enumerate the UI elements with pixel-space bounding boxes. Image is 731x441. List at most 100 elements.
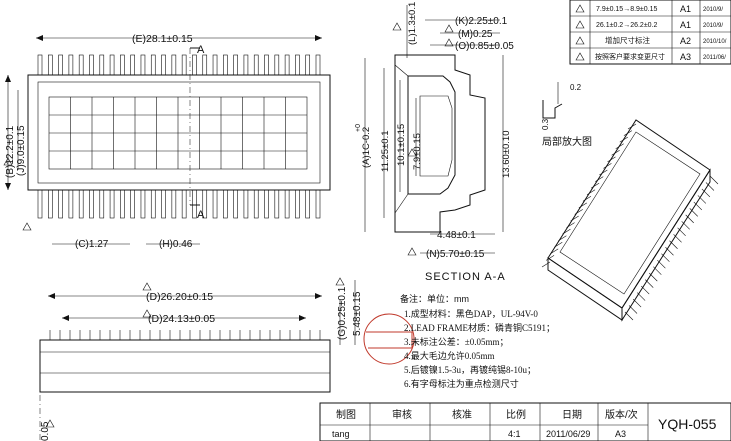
inspection-mark <box>407 247 417 256</box>
section-outline-cavity <box>407 75 456 195</box>
detail-circle-content <box>366 331 413 349</box>
iso-pin <box>611 150 620 156</box>
iso-top-inner <box>559 131 701 295</box>
iso-pin <box>632 298 642 308</box>
iso-pin <box>599 169 608 176</box>
iso-pin <box>627 123 637 130</box>
iso-pin <box>665 247 674 256</box>
bottom-pin <box>284 189 290 219</box>
iso-pin <box>657 259 666 269</box>
top-pin <box>243 54 249 76</box>
dim-448-label: 4.48±0.1 <box>437 230 476 241</box>
top-pin <box>233 54 238 76</box>
iso-pin <box>550 248 559 255</box>
iso-pin <box>693 201 703 211</box>
top-pin <box>130 54 135 76</box>
rev-row: 26.1±0.2→26.2±0.2 A1 2010/9/ <box>575 20 723 30</box>
dim-e-label: (E)28.1±0.15 <box>132 33 193 45</box>
bottom-pin <box>233 189 238 219</box>
iso-pin <box>554 242 563 248</box>
section-edge <box>394 64 409 77</box>
arrow <box>48 293 55 299</box>
top-pin <box>47 54 53 76</box>
title-block-frame <box>319 402 731 441</box>
inspection-mark <box>575 20 585 29</box>
rev-desc: 7.9±0.15→8.9±0.15 <box>596 6 658 13</box>
iso-pin <box>645 279 654 288</box>
detail-circle <box>363 313 415 365</box>
title-header: 核准 <box>452 408 472 421</box>
dim-c-label: (C)1.27 <box>75 239 109 250</box>
notes: 备注：单位：mm 1.成型材料：黑色DAP，UL-94V-0 2.LEAD FR… <box>400 293 555 389</box>
part-number: YQH-055 <box>658 416 717 432</box>
iso-pin <box>673 234 682 243</box>
dim-o-label: (O)0.85±0.05 <box>455 41 514 52</box>
title-header: 比例 <box>506 408 526 421</box>
top-pin <box>109 54 115 76</box>
arrow <box>299 315 306 321</box>
dim-k-label: (K)2.25±0.1 <box>455 16 508 27</box>
top-pins-lower <box>37 189 321 219</box>
bottom-pin <box>78 189 84 219</box>
top-pin <box>295 54 300 76</box>
inspection-mark <box>392 22 402 31</box>
bottom-pin <box>120 189 125 219</box>
iso-pin <box>578 202 588 209</box>
iso-pin <box>586 189 596 195</box>
iso-pins <box>541 123 719 321</box>
bottom-pin <box>305 189 311 219</box>
section-contact <box>419 95 453 177</box>
section-outline-outer <box>394 54 486 233</box>
rev-desc: 26.1±0.2→26.2±0.2 <box>596 22 658 29</box>
top-pin <box>68 54 74 76</box>
iso-pin <box>661 253 670 262</box>
top-pin <box>150 54 156 76</box>
dim-h-label: (H)0.46 <box>159 239 193 250</box>
bottom-pin <box>37 189 43 219</box>
arrow <box>62 315 69 321</box>
side-pins <box>49 330 321 340</box>
top-pin <box>315 54 321 76</box>
bottom-pin <box>264 189 269 219</box>
top-pin <box>161 54 166 76</box>
inspection-mark <box>3 157 13 166</box>
section-view: (L)1.3±0.1 (K)2.25±0.1 (M)0.25 (O)0.85±0… <box>355 2 514 283</box>
iso-pin <box>595 176 604 182</box>
note-item: 2.LEAD FRAME材质：磷青铜C5191； <box>404 322 555 333</box>
inspection-mark <box>575 4 585 13</box>
top-pin <box>284 54 290 76</box>
iso-pin <box>689 208 698 217</box>
dim-a-label: (A)1C-0.2 <box>361 127 372 168</box>
dim-1125-label: 11.25±0.1 <box>380 131 391 173</box>
side-view: (D)26.20±0.15 (D)24.13±0.05 (G)0.25±0.1 … <box>39 277 363 441</box>
title-header: 审核 <box>392 408 412 421</box>
bottom-pin <box>150 189 156 219</box>
rev-desc: 按照客户要求变更尺寸 <box>595 52 665 61</box>
iso-pin <box>570 215 579 222</box>
detail-profile <box>542 100 563 119</box>
bottom-pin <box>295 189 300 219</box>
top-pin <box>171 54 177 76</box>
iso-pin <box>615 143 624 149</box>
top-pin <box>78 54 84 76</box>
note-item: 3.未标注公差：±0.05mm； <box>404 336 508 347</box>
iso-top-face <box>547 119 711 309</box>
detail-view: 0.2 0.3 局部放大图 <box>541 82 592 148</box>
section-edge <box>394 193 409 214</box>
arrow <box>5 183 11 190</box>
top-pins-upper <box>37 54 321 76</box>
detail-circle-ring <box>363 313 415 365</box>
bottom-pin <box>68 189 74 219</box>
bottom-pin <box>89 189 94 219</box>
iso-pin <box>607 156 616 163</box>
dim-j-label: (J)9.0±0.15 <box>16 125 27 176</box>
dim-a-tol: +0 <box>355 124 362 132</box>
inspection-mark <box>335 277 345 286</box>
rev-version: A3 <box>680 52 691 62</box>
iso-pin <box>653 266 662 275</box>
section-marker-bottom: A <box>197 209 205 221</box>
title-header: 版本/次 <box>605 408 638 421</box>
dim-d2-label: (D)24.13±0.05 <box>148 313 215 325</box>
top-pin <box>274 54 280 76</box>
rev-date: 2010/9/ <box>703 23 723 29</box>
